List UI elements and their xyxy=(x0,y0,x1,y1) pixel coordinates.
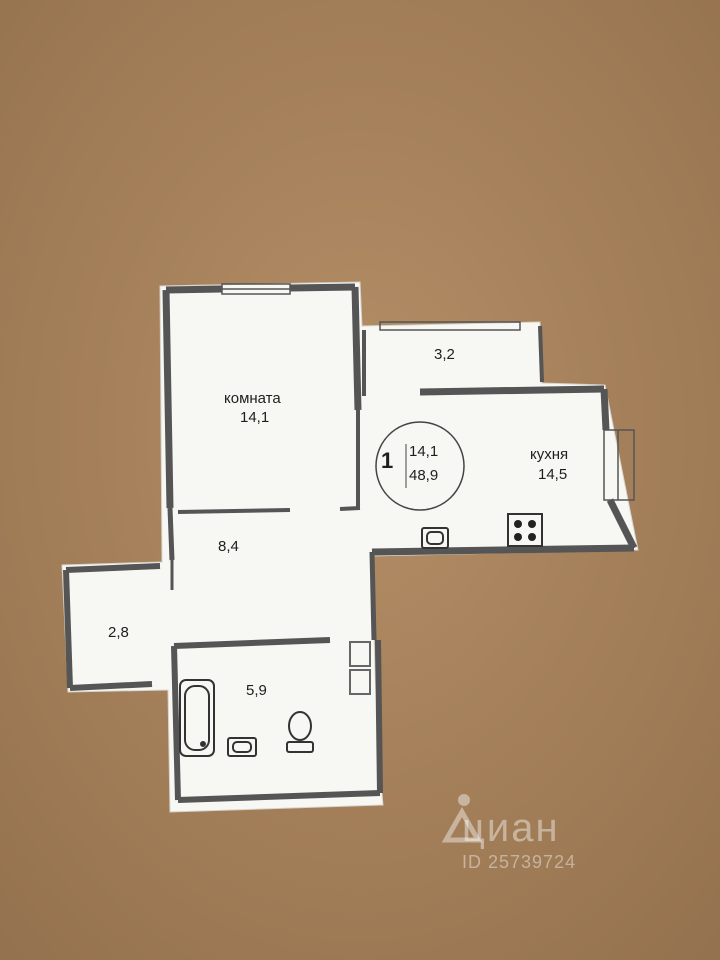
room-walls xyxy=(162,283,362,509)
balcony-window xyxy=(379,321,521,331)
storage-walls xyxy=(63,563,161,691)
apartment-summary-circle xyxy=(375,421,465,511)
watermark-brand: циан xyxy=(462,806,560,850)
kitchen-name: кухня xyxy=(530,446,569,463)
balcony-area: 3,2 xyxy=(434,346,455,363)
bathroom-sink-icon xyxy=(227,737,257,757)
room-hall-partition xyxy=(177,410,361,514)
room-name: комната xyxy=(224,390,281,407)
hall-walls xyxy=(167,507,377,641)
storage-area: 2,8 xyxy=(108,624,129,641)
bathroom-shelves xyxy=(349,641,371,695)
watermark-listing-id: ID 25739724 xyxy=(462,852,577,872)
room-window xyxy=(221,283,291,295)
room-area: 14,1 xyxy=(240,409,270,426)
bathroom-area: 5,9 xyxy=(246,682,267,699)
kitchen-walls xyxy=(371,385,638,556)
bathtub-icon xyxy=(179,679,215,757)
stove-icon xyxy=(507,513,543,547)
toilet-icon xyxy=(286,711,314,753)
living-area: 14,1 xyxy=(409,443,439,460)
kitchen-area: 14,5 xyxy=(538,466,568,483)
cian-logo-icon xyxy=(441,794,483,843)
bathroom-walls xyxy=(171,637,383,803)
total-area: 48,9 xyxy=(409,467,439,484)
kitchen-window xyxy=(603,429,635,501)
kitchen-sink-icon xyxy=(421,527,449,549)
hall-area: 8,4 xyxy=(218,538,239,555)
rooms-count: 1 xyxy=(381,448,394,473)
balcony-walls xyxy=(362,325,544,396)
